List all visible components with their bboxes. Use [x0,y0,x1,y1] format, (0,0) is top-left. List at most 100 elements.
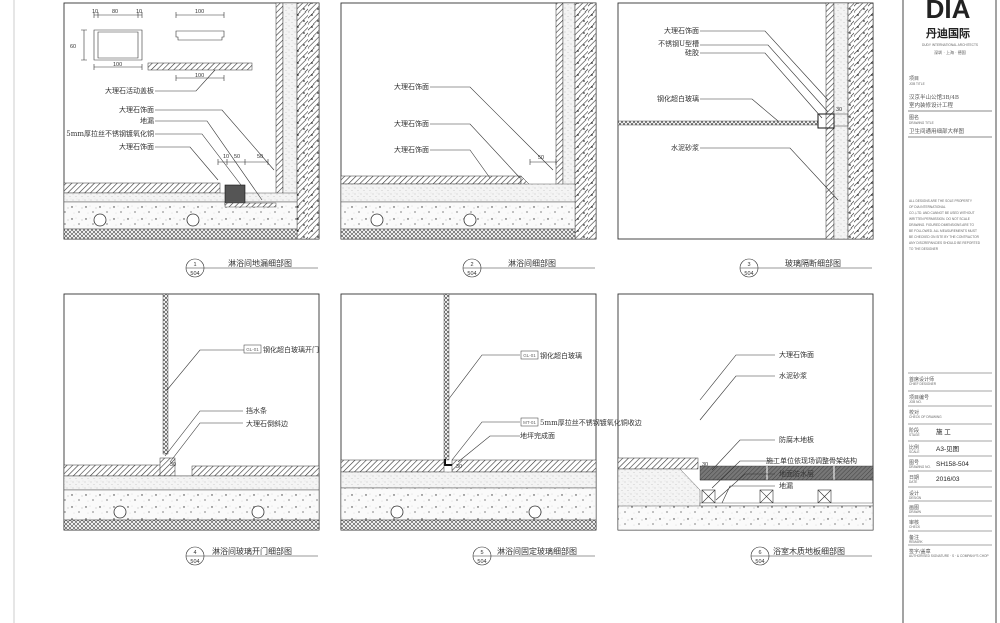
disclaimer: ALL DESIGNS ARE THE SOLE PROPERTY OF DIA… [909,199,981,251]
detail-title: 3 504 玻璃隔断细部图 [739,258,872,278]
row-label-en: CHECK [909,525,921,529]
dimension: 80 [112,9,118,15]
floor-drain [224,184,246,206]
callout-label: 大理石饰面 [119,105,154,114]
callout-label: 大理石饰面 [664,26,699,35]
callout-label: 防腐木地板 [779,435,814,444]
callout-label: 地面防水层 [779,469,814,478]
project-name: 汉京半山公馆3B/4B [909,93,959,101]
detail-title: 5 504 淋浴间固定玻璃细部图 [472,546,595,566]
detail-number: 2 [470,262,473,268]
glass-door [162,293,169,455]
row-value: 施 工 [936,427,951,436]
disclaimer-line: CO.,LTD. AND CANNOT BE USED WITHOUT [909,211,975,215]
row-label: 备注 [909,534,919,541]
drawing-label: 图名 [909,114,919,121]
row-label: 图号 [909,460,919,466]
dimension: 50 [257,154,263,160]
row-label-en: JOB NO. [909,400,922,404]
disclaimer-line: WRITTEN PERMISSION. DO NOT SCALE [909,217,970,221]
dimension: 30 [170,462,176,468]
row-label-en: SCALE [909,450,919,454]
callout-label: 5mm厚拉丝不锈钢镀氧化铜收边 [540,418,642,427]
callout-label: 5mm厚拉丝不锈钢镀氧化铜 [66,129,154,138]
material-tag [243,344,262,354]
logo-mark: DIA [926,0,971,24]
dimension: 60 [70,44,76,50]
detail-number: 1 [193,262,196,268]
sheet-number: 504 [744,271,753,277]
callout-label: 大理石饰面 [119,142,154,151]
detail-6: 30 大理石饰面 水泥砂浆 防腐木地板 施工单位依现场调整骨架结构 地面防水层 … [617,293,874,566]
row-value: 2016/03 [936,476,960,483]
row-value: A3-见图 [936,445,959,453]
sheet-number: 504 [190,271,199,277]
row-label: 审核 [909,519,919,526]
drawing-label-en: DRAWING TITLE [909,121,934,125]
row-label: 项目编号 [909,394,929,401]
company-logo: DIA 丹迪国际 [926,0,971,40]
callout-label: 大理石活动盖板 [105,86,154,95]
detail-title: 2 504 淋浴间细部图 [462,258,595,278]
detail-number: 3 [747,262,750,268]
disclaimer-line: BE CHECKED ON SITE BY THE CONTRACTOR [909,235,980,239]
drawing-title: 卫生间通用细部大样图 [909,127,965,135]
row-label: 设计 [909,490,919,497]
callout-label: 钢化超白玻璃开门 [263,345,319,354]
dimension: 10 [136,9,142,15]
callout-label: 钢化超白玻璃 [540,351,582,360]
callout-label: 大理石饰面 [394,119,429,128]
row-label-en: DRAWN [909,510,922,514]
row-label: 校对 [909,409,919,416]
callout-label: 大理石倒斜边 [246,419,288,428]
row-label-en: CHECK OF DRAWING [909,415,942,419]
company-name: DUDY INTERNATIONAL ARCHITECTS [922,43,978,47]
dimension: 100 [195,73,204,79]
detail-3: 30 大理石饰面 不锈钢U型槽 硅胶 钢化超白玻璃 水泥砂浆 3 504 玻璃隔… [617,2,874,278]
material-tag-code: MT-01 [523,420,536,425]
detail-4: 30 GL-01 钢化超白玻璃开门 挡水条 大理石倒斜边 4 504 淋浴间玻璃… [63,293,320,566]
row-label-en: AUTHORISED SIGNATURE · S · & COMPANY'S C… [909,554,989,558]
title-block: DIA 丹迪国际 DUDY INTERNATIONAL ARCHITECTS 深… [908,0,992,558]
dimension: 10 [223,154,229,160]
callout-label: 地漏 [140,116,154,125]
row-label-en: CHIEF DESIGNER [909,382,937,386]
disclaimer-line: ANY DISCREPANCIES SHOULD BE REPORTED [909,241,981,245]
sheet-number: 504 [190,559,199,565]
detail-1: 10 80 10 60 100 100 100 10 50 50 大理石活动盖板… [63,2,320,278]
detail-title-text: 淋浴间固定玻璃细部图 [497,546,577,556]
detail-title-text: 玻璃隔断细部图 [785,258,841,268]
sheet-number: 504 [755,559,764,565]
disclaimer-line: TO THE DESIGNER [909,247,939,251]
disclaimer-line: BE FOLLOWED. ALL MEASUREMENTS MUST [909,229,977,233]
row-value: SH158-504 [936,461,969,468]
office-locations: 深圳 · 上海 · 德国 [934,49,966,55]
dimension: 30 [456,464,462,470]
callout-label: 地坪完成面 [520,431,555,440]
project-label-en: JOB TITLE [909,82,925,86]
detail-number: 4 [193,550,196,556]
callout-label: 地漏 [779,481,793,490]
row-label: 日期 [909,475,919,481]
disclaimer-line: DRAWING. FIGURED DIMENSIONS ARE TO [909,223,974,227]
sheet-number: 504 [467,271,476,277]
pipe [186,213,200,227]
material-tag [520,350,539,360]
row-label: 比例 [909,444,919,451]
disclaimer-line: ALL DESIGNS ARE THE SOLE PROPERTY [909,199,973,203]
glass-panel [617,120,819,126]
detail-title: 1 504 淋浴间地漏细部图 [185,258,318,278]
callout-label: 施工单位依现场调整骨架结构 [766,456,857,465]
callout-label: 水泥砂浆 [779,371,807,380]
dimension: 100 [195,9,204,15]
